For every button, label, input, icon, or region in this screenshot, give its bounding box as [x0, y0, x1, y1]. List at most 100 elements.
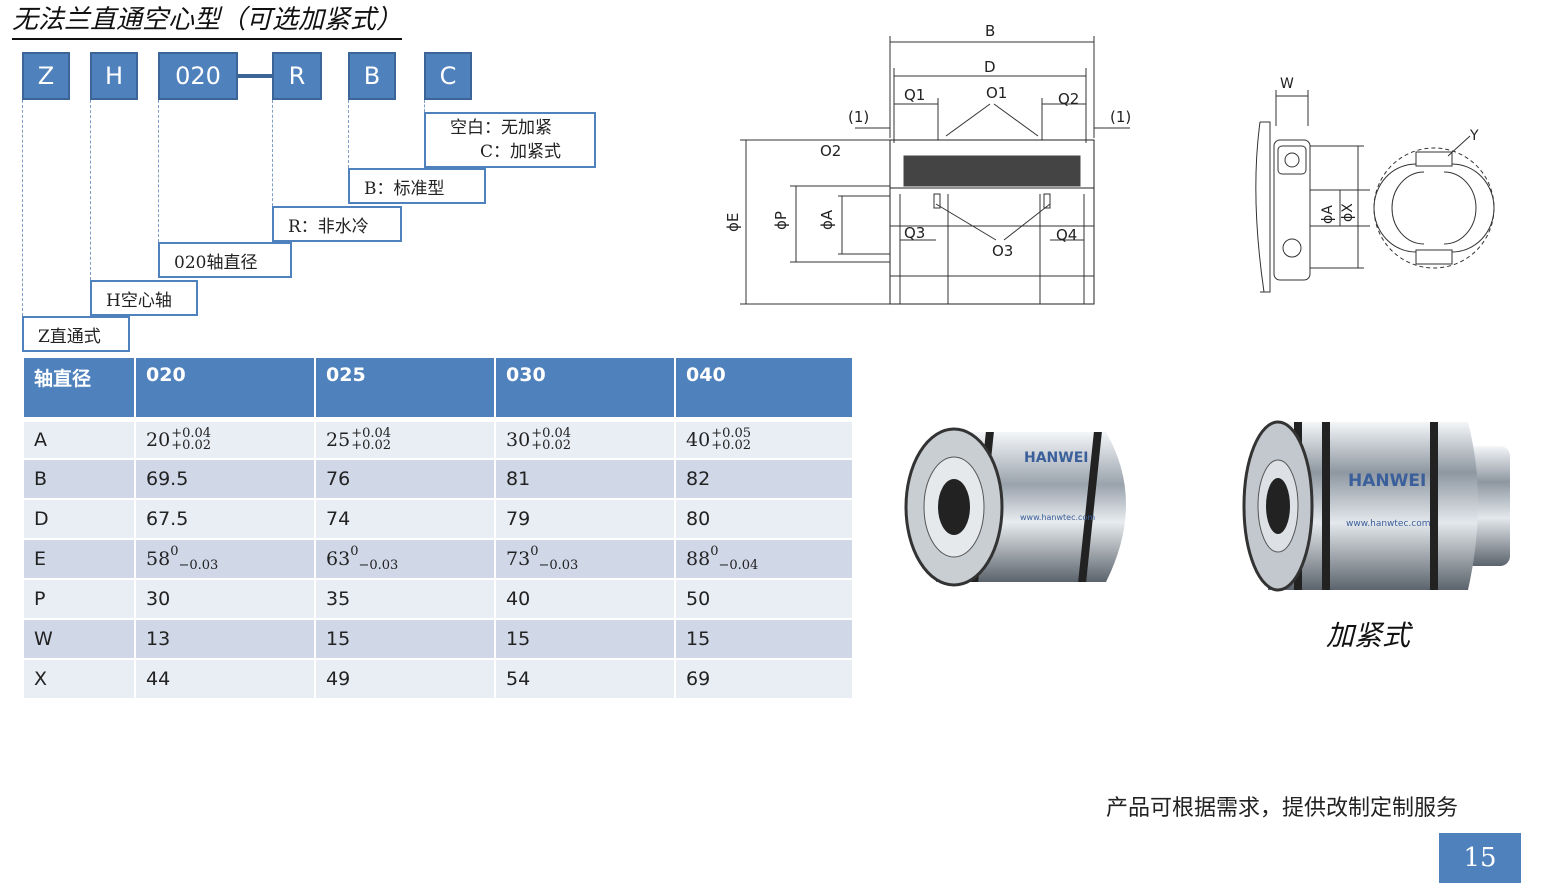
dim-label-phi-a-side: ϕA: [1320, 205, 1336, 224]
guide-line: [348, 100, 349, 168]
option-b: B：标准型: [348, 168, 486, 204]
guide-line: [90, 100, 91, 280]
table-cell: 50: [674, 578, 854, 620]
header-025: 025: [314, 356, 496, 420]
dim-label-q3: Q3: [904, 224, 925, 242]
table-cell: 30: [134, 578, 316, 620]
dim-label-q2: Q2: [1058, 90, 1079, 108]
url-text-2: www.hanwtec.com: [1346, 519, 1431, 529]
header-030: 030: [494, 356, 676, 420]
table-row: W 13 15 15 15: [22, 618, 854, 660]
url-text: www.hanwtec.com: [1020, 513, 1095, 522]
table-cell: 79: [494, 498, 676, 540]
dim-label-w: W: [1280, 76, 1294, 92]
table-cell: 20+0.04+0.02: [134, 416, 316, 460]
dim-label-b: B: [985, 22, 995, 40]
table-cell: 76: [314, 458, 496, 500]
code-dash: [238, 74, 272, 78]
clamping-caption: 加紧式: [1326, 619, 1411, 652]
code-segment-b: B: [348, 52, 396, 100]
code-segment-c: C: [424, 52, 472, 100]
dim-label-phi-x: ϕX: [1340, 203, 1356, 222]
table-row: D 67.5 74 79 80: [22, 498, 854, 540]
option-c-line2: C：加紧式: [480, 142, 562, 162]
dim-label-y: Y: [1469, 128, 1479, 144]
dim-label-o2: O2: [820, 142, 841, 160]
table-cell: 40: [494, 578, 676, 620]
table-cell: 80: [674, 498, 854, 540]
table-row: B 69.5 76 81 82: [22, 458, 854, 500]
page-number: 15: [1439, 833, 1521, 883]
table-cell: 15: [674, 618, 854, 660]
dim-label-o3: O3: [992, 242, 1013, 260]
table-cell: 82: [674, 458, 854, 500]
table-cell: 40+0.05+0.02: [674, 416, 854, 460]
dim-label-phi-e: ϕE: [724, 213, 742, 232]
table-cell: 13: [134, 618, 316, 660]
guide-line: [158, 100, 159, 242]
brand-text-2: HANWEI: [1348, 471, 1426, 491]
option-h: H空心轴: [90, 280, 198, 316]
row-label: W: [22, 618, 136, 660]
table-cell: 15: [314, 618, 496, 660]
table-row: P 30 35 40 50: [22, 578, 854, 620]
header-shaft-diameter: 轴直径: [22, 356, 136, 420]
dim-label-1-right: (1): [1110, 108, 1131, 126]
dim-label-phi-p: ϕP: [772, 211, 790, 230]
table-cell: 81: [494, 458, 676, 500]
table-cell: 35: [314, 578, 496, 620]
row-label: A: [22, 416, 136, 460]
header-040: 040: [674, 356, 854, 420]
product-photo-clamping: HANWEI www.hanwtec.com: [1238, 410, 1514, 606]
guide-line: [424, 100, 425, 112]
option-r: R：非水冷: [272, 206, 402, 242]
table-cell: 74: [314, 498, 496, 540]
dim-label-1-left: (1): [848, 108, 869, 126]
table-cell: 15: [494, 618, 676, 660]
option-c-line1: 空白：无加紧: [450, 118, 552, 138]
row-label: B: [22, 458, 136, 500]
page-title: 无法兰直通空心型（可选加紧式）: [12, 4, 403, 40]
code-segment-diameter: 020: [158, 52, 238, 100]
code-segment-z: Z: [22, 52, 70, 100]
table-cell: 54: [494, 658, 676, 700]
side-view-drawing: W Y ϕA ϕX: [1255, 76, 1495, 293]
table-cell: 69.5: [134, 458, 316, 500]
row-label: E: [22, 538, 136, 580]
header-020: 020: [134, 356, 316, 420]
footer-note: 产品可根据需求，提供改制定制服务: [1106, 796, 1459, 821]
option-c: 空白：无加紧 C：加紧式: [424, 112, 596, 168]
table-cell: 69: [674, 658, 854, 700]
spec-table: 轴直径 020 025 030 040 A 20+0.04+0.02 25+0.…: [22, 356, 854, 700]
dim-label-q4: Q4: [1056, 226, 1077, 244]
product-photo-standard: HANWEI www.hanwtec.com: [896, 412, 1158, 608]
row-label: D: [22, 498, 136, 540]
option-z: Z直通式: [22, 316, 130, 352]
table-cell: 30+0.04+0.02: [494, 416, 676, 460]
code-segment-r: R: [272, 52, 322, 100]
table-cell: 49: [314, 658, 496, 700]
dim-label-o1: O1: [986, 84, 1007, 102]
guide-line: [272, 100, 273, 206]
guide-line: [22, 100, 23, 316]
option-diameter: 020轴直径: [158, 242, 292, 278]
table-row: X 44 49 54 69: [22, 658, 854, 700]
table-header-row: 轴直径 020 025 030 040: [22, 356, 854, 420]
dim-label-phi-a: ϕA: [818, 209, 836, 230]
row-label: P: [22, 578, 136, 620]
brand-text: HANWEI: [1024, 450, 1088, 466]
dim-label-q1: Q1: [904, 86, 925, 104]
row-label: X: [22, 658, 136, 700]
code-segment-h: H: [90, 52, 138, 100]
table-cell: 67.5: [134, 498, 316, 540]
table-cell: 25+0.04+0.02: [314, 416, 496, 460]
table-cell: 44: [134, 658, 316, 700]
section-drawing: B D Q1 O1 Q2 (1) (1) O2 Q3 Q4 O3 ϕE ϕP ϕ…: [724, 22, 1131, 305]
table-row: A 20+0.04+0.02 25+0.04+0.02 30+0.04+0.02…: [22, 416, 854, 460]
dim-label-d: D: [984, 58, 996, 76]
